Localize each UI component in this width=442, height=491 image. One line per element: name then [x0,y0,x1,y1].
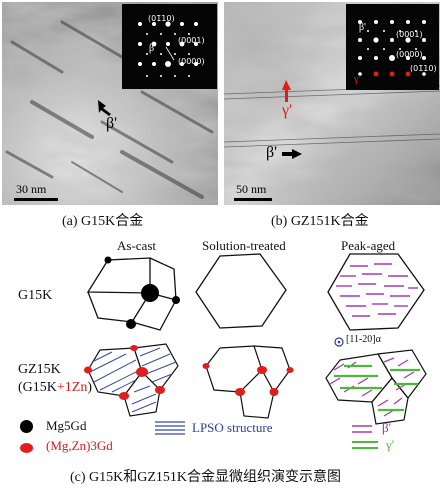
gz15k-solution-grains [205,345,291,419]
g15k-peak-aged-grain [327,253,425,331]
legend-mg5gd-label: Mg5Gd [46,418,87,433]
zone-axis-label: [11-20]α [346,334,381,345]
g15k-solution-grain [195,253,287,329]
legend-gamma-swatch [352,441,378,449]
diffraction-inset-a [122,4,217,89]
legend-beta-label: β' [382,420,391,435]
gamma-arrow-b [282,80,291,102]
legend-lpso-label: LPSO structure [192,420,273,435]
scale-bar-a [14,198,58,201]
spot-label-a-3: (0000) [178,57,205,66]
row-label-g15k: G15K [18,288,53,303]
gamma-label-inset-b: γ' [354,74,361,85]
row-label-gz15k-sub: (G15K+1Zn) [18,380,93,395]
legend-beta-swatch [352,425,372,433]
gamma-label-b: γ' [282,102,292,119]
spot-label-b-1: (0001) [396,30,423,39]
spot-label-a-1: (01̄10) [148,14,175,23]
micrograph-a-image [2,2,218,205]
legend-lpso-swatch [155,421,185,435]
micrograph-b: β' (0001) (0000) (01̄10) γ' γ' β' 50 nm [224,2,440,205]
column-header-as-cast: As-cast [117,238,156,253]
spot-label-b-2: (0000) [396,50,423,59]
zn-addition-label: +1Zn [56,380,88,395]
column-header-solution-treated: Solution-treated [202,238,286,253]
row-label-gz15k: GZ15K [18,362,61,377]
beta-precipitates-g15k [336,263,418,317]
scale-text-b: 50 nm [236,182,267,196]
beta-label-inset-a: β' [149,43,156,54]
legend-mg5gd-dot [20,420,33,433]
zone-axis-symbol [334,337,344,347]
beta-arrow-a [98,100,111,116]
scale-bar-b [234,198,272,201]
diffraction-inset-b [346,4,439,90]
beta-label-b: β' [266,144,278,161]
spot-label-a-2: (0001) [178,36,205,45]
legend-mgzn3gd-label: (Mg,Zn)3Gd [46,438,113,453]
legend-mgzn3gd-dot [20,443,33,453]
legend-gamma-label: γ' [386,437,395,452]
spot-label-b-3: (01̄10) [410,64,437,73]
beta-label-inset-b: β' [359,22,366,33]
gz15k-as-cast-grains [84,343,179,417]
beta-label-a: β' [106,115,118,132]
gz15k-peak-aged-grains [325,337,427,425]
micrograph-a: (01̄10) (0001) (0000) β' β' 30 nm [2,2,218,205]
caption-b: (b) GZ151K合金 [271,214,369,229]
caption-a: (a) G15K合金 [62,214,144,229]
caption-c: (c) G15K和GZ151K合金显微组织演变示意图 [70,470,342,485]
mgzn3gd-particles-solution [202,363,294,396]
column-header-peak-aged: Peak-aged [341,238,396,253]
micrograph-b-image [224,2,440,205]
mg5gd-particles-as-cast [104,256,180,329]
scale-text-a: 30 nm [16,182,47,196]
beta-arrow-b [282,149,302,159]
